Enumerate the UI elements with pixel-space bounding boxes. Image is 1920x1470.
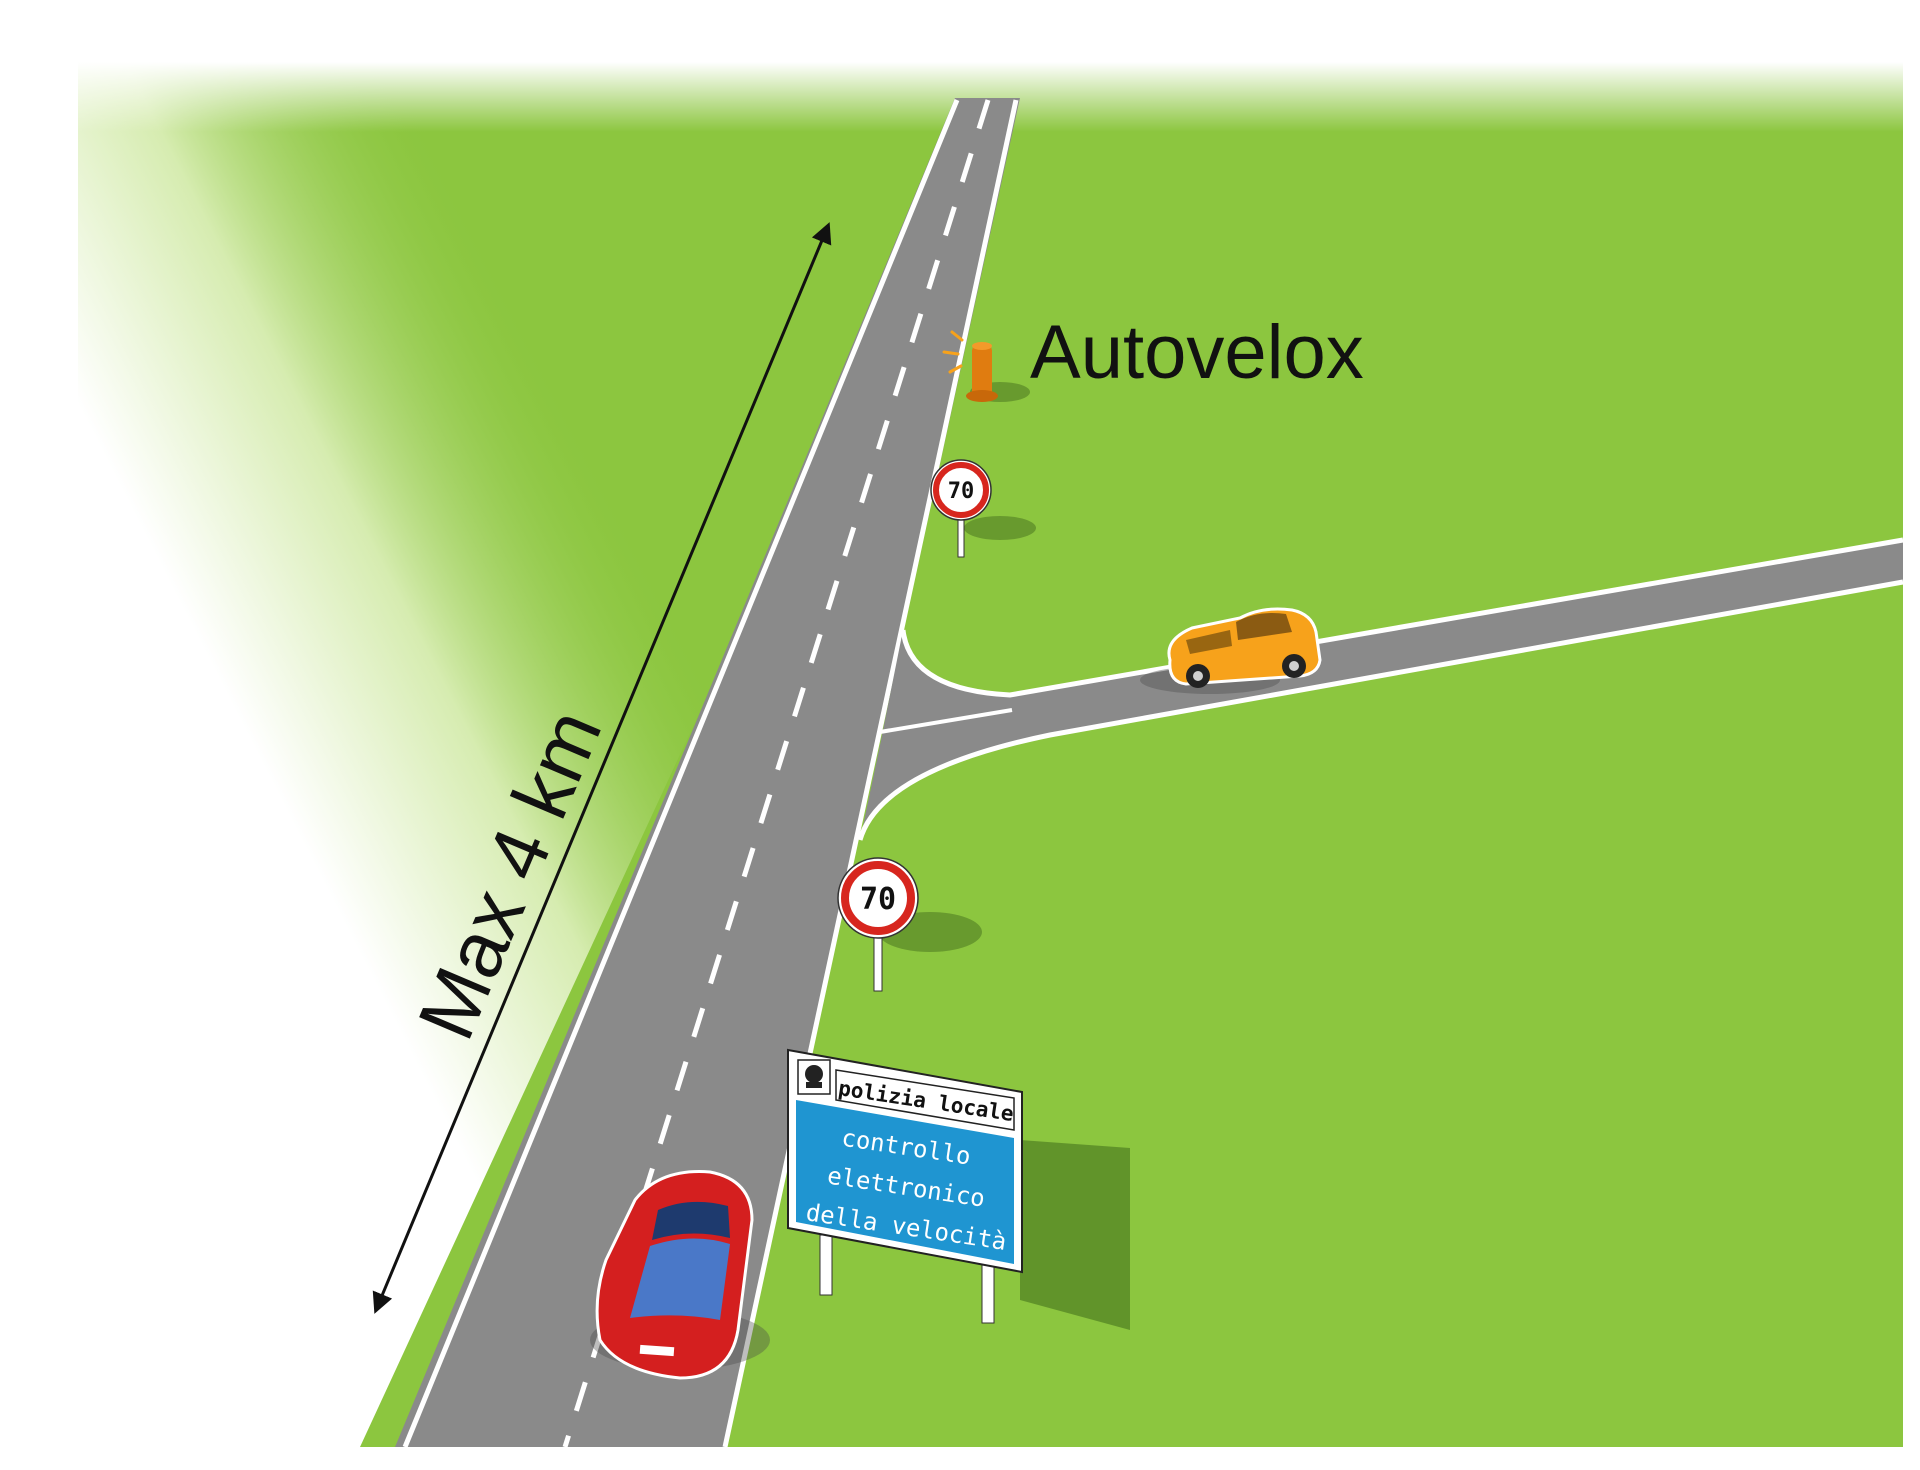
speed-limit-sign-upper: 70 [930, 459, 1036, 558]
speed-limit-value: 70 [860, 882, 896, 917]
police-emblem-icon [797, 1059, 831, 1095]
yellow-car [1140, 607, 1322, 694]
speed-limit-sign-lower: 70 [837, 857, 982, 992]
side-road [857, 537, 1904, 841]
red-car [590, 1170, 770, 1380]
speed-camera-label: Autovelox [1030, 310, 1364, 395]
flash-rays-icon [942, 330, 964, 374]
speed-camera [942, 330, 1030, 402]
speed-control-info-sign: polizia locale controllo elettronico del… [787, 1048, 1130, 1330]
distance-arrow [372, 222, 832, 1314]
speed-limit-value: 70 [948, 479, 975, 504]
